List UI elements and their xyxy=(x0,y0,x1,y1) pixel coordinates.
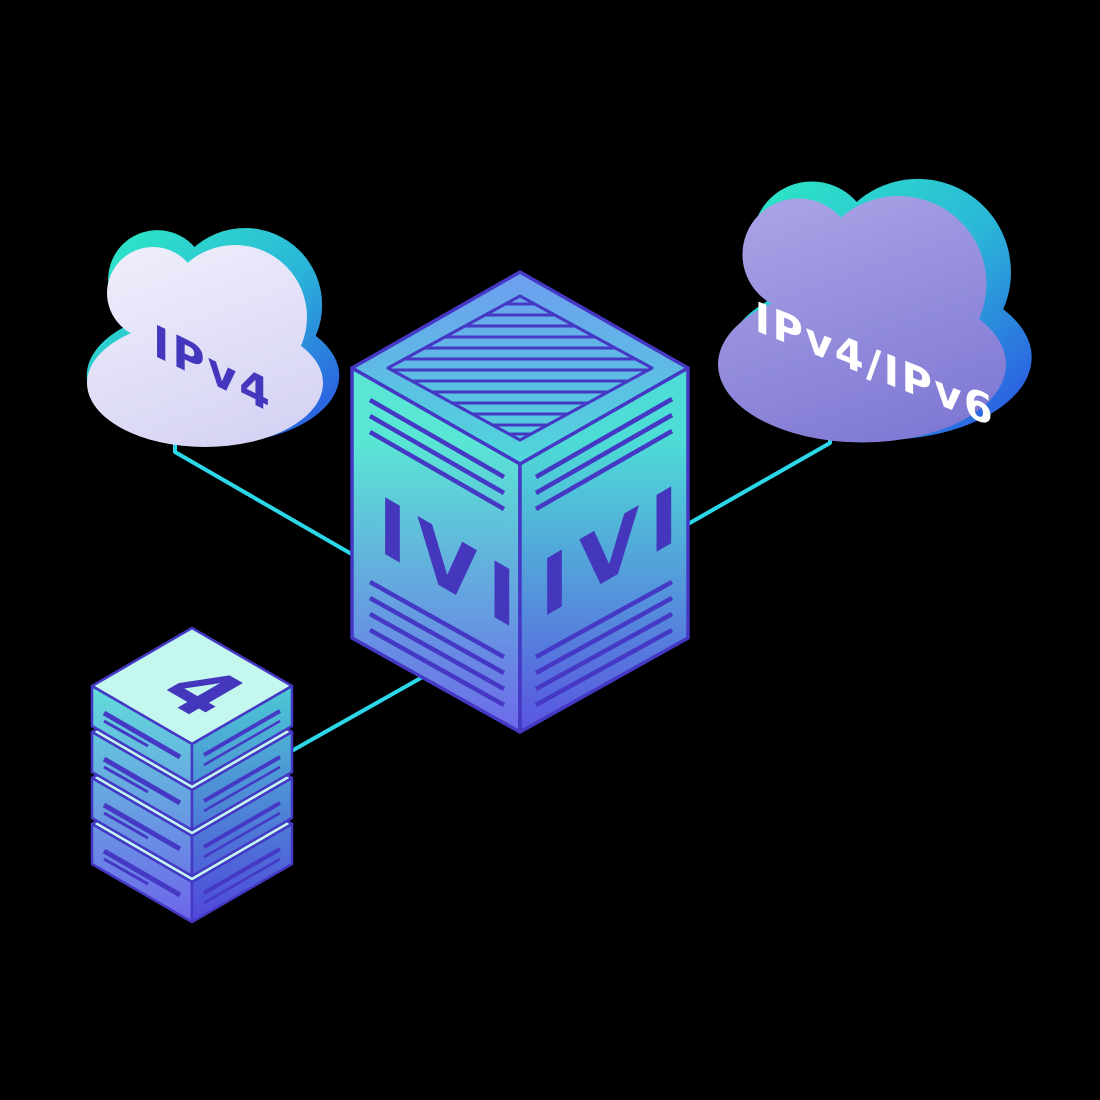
right-cloud: IPv4/IPv6 xyxy=(718,178,1032,443)
left-cloud: IPv4 xyxy=(86,228,340,447)
ivi-box-left-stripes xyxy=(368,398,506,707)
server-vent-lines xyxy=(102,709,282,905)
ivi-box: IVI IVI xyxy=(350,270,690,734)
ivi-box-right-stripes xyxy=(534,397,674,707)
connector-stack-to-box xyxy=(286,668,437,755)
server-unit-1 xyxy=(90,626,294,786)
ivi-box-top-inset-border xyxy=(386,294,654,442)
server-stack: 4 xyxy=(90,626,294,924)
